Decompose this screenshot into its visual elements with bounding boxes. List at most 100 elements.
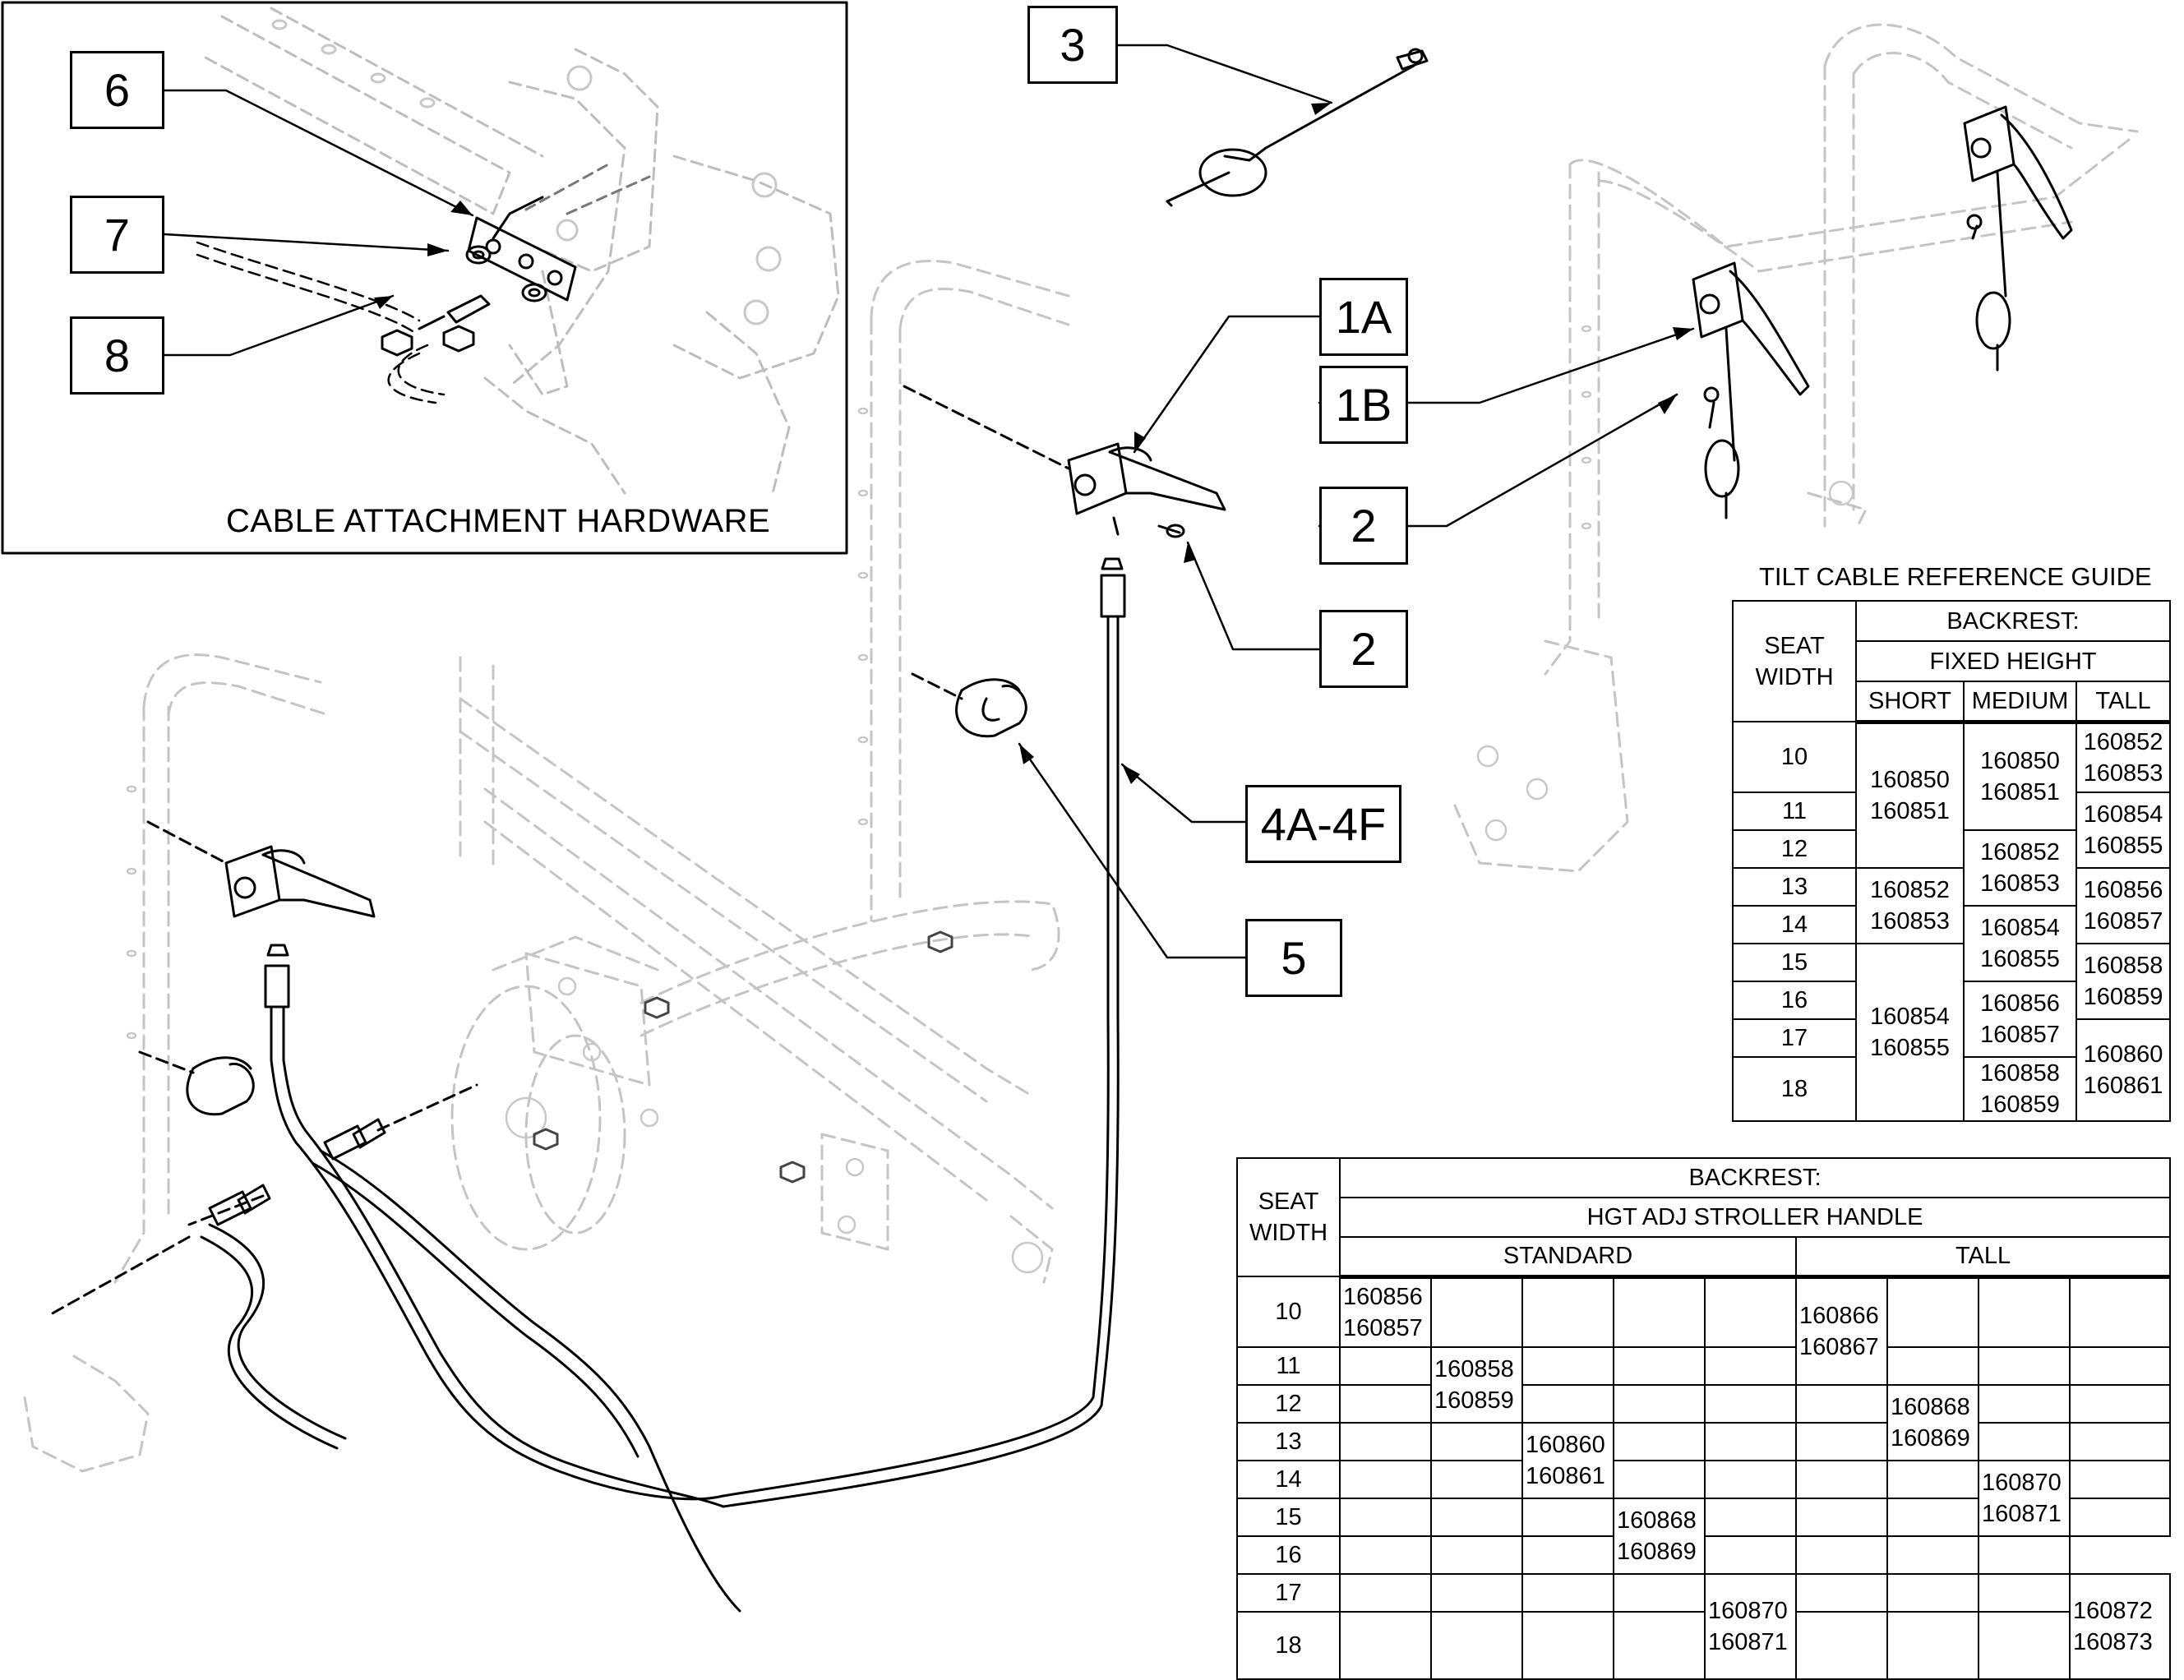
callout-1a: 1A bbox=[1319, 278, 1408, 356]
empty-cell bbox=[1795, 1498, 1888, 1537]
empty-cell bbox=[1521, 1276, 1614, 1348]
empty-cell bbox=[1795, 1611, 1888, 1680]
callout-5: 5 bbox=[1245, 919, 1342, 997]
empty-cell bbox=[1430, 1276, 1523, 1348]
backrest-holes bbox=[1476, 325, 1854, 842]
chassis-art bbox=[23, 260, 1070, 1473]
empty-cell bbox=[1886, 1611, 1979, 1680]
cable-clip-art bbox=[911, 672, 1027, 738]
empty-cell bbox=[1339, 1573, 1432, 1613]
stroller-handle-header: HGT ADJ STROLLER HANDLE bbox=[1338, 1197, 2172, 1238]
empty-cell bbox=[1521, 1573, 1614, 1613]
lever-left-art bbox=[146, 820, 376, 918]
cable-bracket-art bbox=[467, 163, 651, 302]
callout-2-upper: 2 bbox=[1319, 487, 1408, 565]
empty-cell bbox=[1521, 1498, 1614, 1537]
empty-cell bbox=[1339, 1460, 1432, 1499]
empty-cell bbox=[1430, 1573, 1523, 1613]
empty-cell bbox=[1886, 1276, 1979, 1348]
empty-cell bbox=[1613, 1384, 1706, 1424]
seat-width-cell: 17 bbox=[1236, 1573, 1341, 1613]
chassis-hardware bbox=[533, 930, 953, 1184]
seat-width-cell: 18 bbox=[1236, 1611, 1341, 1680]
seat-width-cell: 10 bbox=[1732, 721, 1857, 793]
empty-cell bbox=[1339, 1422, 1432, 1461]
callout-8: 8 bbox=[70, 316, 164, 395]
left-clip-art bbox=[138, 1050, 255, 1116]
empty-cell bbox=[1886, 1346, 1979, 1386]
empty-cell bbox=[1521, 1535, 1614, 1575]
empty-cell bbox=[1430, 1535, 1523, 1575]
leader-arrowheads bbox=[374, 103, 1693, 784]
standard-column-header: STANDARD bbox=[1339, 1236, 1797, 1279]
empty-cell bbox=[1704, 1346, 1797, 1386]
backrest-art bbox=[1453, 23, 2139, 873]
empty-cell bbox=[1886, 1460, 1979, 1499]
empty-cell bbox=[1795, 1573, 1888, 1613]
seat-width-cell: 10 bbox=[1236, 1276, 1341, 1348]
empty-cell bbox=[1613, 1573, 1706, 1613]
empty-cell bbox=[1795, 1535, 1888, 1575]
empty-cell bbox=[1339, 1535, 1432, 1575]
inset-frame-art bbox=[204, 7, 840, 495]
empty-cell bbox=[1886, 1498, 1979, 1537]
empty-cell bbox=[1339, 1498, 1432, 1537]
inset-holes bbox=[271, 19, 782, 325]
empty-cell bbox=[1339, 1346, 1432, 1386]
empty-cell bbox=[1613, 1460, 1706, 1499]
empty-cell bbox=[1430, 1422, 1523, 1461]
empty-cell bbox=[1886, 1535, 1979, 1575]
callout-6: 6 bbox=[70, 51, 164, 129]
empty-cell bbox=[1704, 1460, 1797, 1499]
seat-width-cell: 15 bbox=[1236, 1498, 1341, 1537]
empty-cell bbox=[2068, 1460, 2172, 1499]
empty-cell bbox=[2068, 1498, 2172, 1537]
empty-cell bbox=[1430, 1498, 1523, 1537]
empty-cell bbox=[1978, 1276, 2071, 1348]
empty-cell bbox=[1978, 1611, 2071, 1680]
empty-cell bbox=[1795, 1460, 1888, 1499]
lever-1b-art bbox=[1692, 105, 2073, 519]
short-column-header: SHORT bbox=[1855, 681, 1965, 724]
empty-cell bbox=[1978, 1535, 2071, 1575]
seat-width-cell: 11 bbox=[1732, 792, 1857, 831]
empty-cell bbox=[1704, 1422, 1797, 1461]
empty-cell bbox=[1613, 1276, 1706, 1348]
empty-cell bbox=[1613, 1422, 1706, 1461]
empty-cell bbox=[1613, 1346, 1706, 1386]
inset-frame bbox=[1, 1, 848, 555]
backrest-header: BACKREST: bbox=[1855, 600, 2171, 642]
seat-width-cell: 11 bbox=[1236, 1346, 1341, 1386]
empty-cell bbox=[1978, 1422, 2071, 1461]
empty-cell bbox=[1521, 1611, 1614, 1680]
seat-width-cell: 16 bbox=[1732, 981, 1857, 1020]
release-pin-art bbox=[1166, 48, 1429, 207]
empty-cell bbox=[1978, 1384, 2071, 1424]
empty-cell bbox=[1704, 1384, 1797, 1424]
seat-width-cell: 12 bbox=[1236, 1384, 1341, 1424]
callout-3: 3 bbox=[1027, 6, 1118, 84]
empty-cell bbox=[1978, 1346, 2071, 1386]
seat-width-cell: 18 bbox=[1732, 1056, 1857, 1122]
seat-width-cell: 12 bbox=[1732, 829, 1857, 869]
callout-7: 7 bbox=[70, 196, 164, 274]
empty-cell bbox=[1704, 1276, 1797, 1348]
tilt-cable-art bbox=[48, 557, 1126, 1613]
